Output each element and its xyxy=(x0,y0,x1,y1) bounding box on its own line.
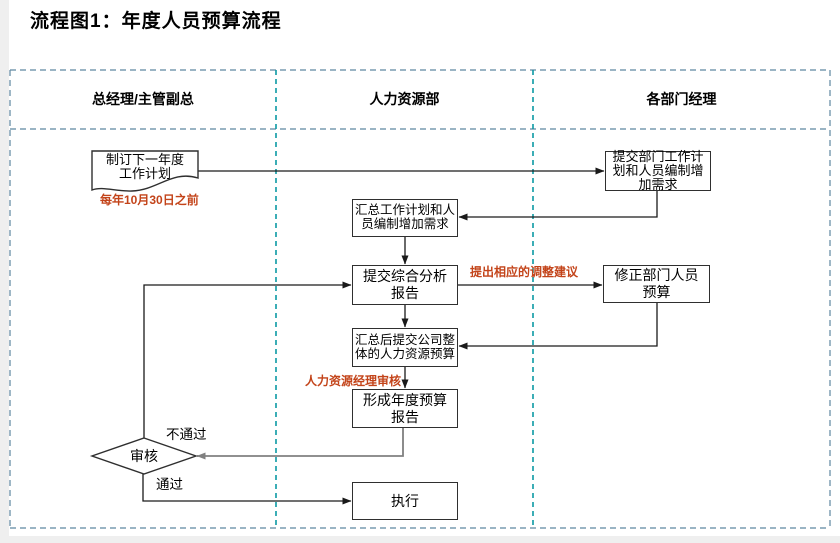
node-review-decision-label: 审核 xyxy=(130,447,158,464)
lane-header-dept: 各部门经理 xyxy=(533,70,830,128)
node-execute: 执行 xyxy=(352,482,458,520)
node-submit-overall-budget: 汇总后提交公司整 体的人力资源预算 xyxy=(352,328,458,367)
annotation-adjust-suggestion: 提出相应的调整建议 xyxy=(470,265,579,279)
connector-notpass-loop xyxy=(143,281,352,438)
lane-header-gm: 总经理/主管副总 xyxy=(10,70,276,128)
node-submit-dept-plan: 提交部门工作计 划和人员编制增 加需求 xyxy=(605,149,711,192)
node-submit-analysis-report: 提交综合分析 报告 xyxy=(352,265,458,305)
lane-header-dept-label: 各部门经理 xyxy=(646,91,717,107)
node-form-annual-report: 形成年度预算 报告 xyxy=(352,389,458,428)
connector-revise-to-overall xyxy=(458,303,658,350)
lane-header-gm-label: 总经理/主管副总 xyxy=(92,91,194,107)
connector-pass-to-execute xyxy=(142,474,352,505)
edge-label-not-pass: 不通过 xyxy=(166,427,207,442)
node-summarize-plans: 汇总工作计划和人 员编制增加需求 xyxy=(352,199,458,237)
page-edge-left xyxy=(0,0,9,543)
annotation-deadline: 每年10月30日之前 xyxy=(100,193,199,207)
connector-formreport-to-review xyxy=(196,428,404,460)
connector-submitdept-to-summarize xyxy=(458,190,658,221)
node-plan-document: 制订下一年度 工作计划 xyxy=(105,151,184,181)
node-revise-dept-budget: 修正部门人员 预算 xyxy=(603,265,710,303)
page-edge-bottom xyxy=(0,536,840,543)
document-shape-plan xyxy=(91,150,199,192)
annotation-hr-manager-review: 人力资源经理审核 xyxy=(305,374,402,388)
decision-diamond-review xyxy=(89,437,199,475)
lane-header-hr: 人力资源部 xyxy=(276,70,533,128)
lane-header-hr-label: 人力资源部 xyxy=(369,91,440,107)
edge-label-pass: 通过 xyxy=(156,477,183,492)
page-title: 流程图1：年度人员预算流程 xyxy=(30,11,282,32)
